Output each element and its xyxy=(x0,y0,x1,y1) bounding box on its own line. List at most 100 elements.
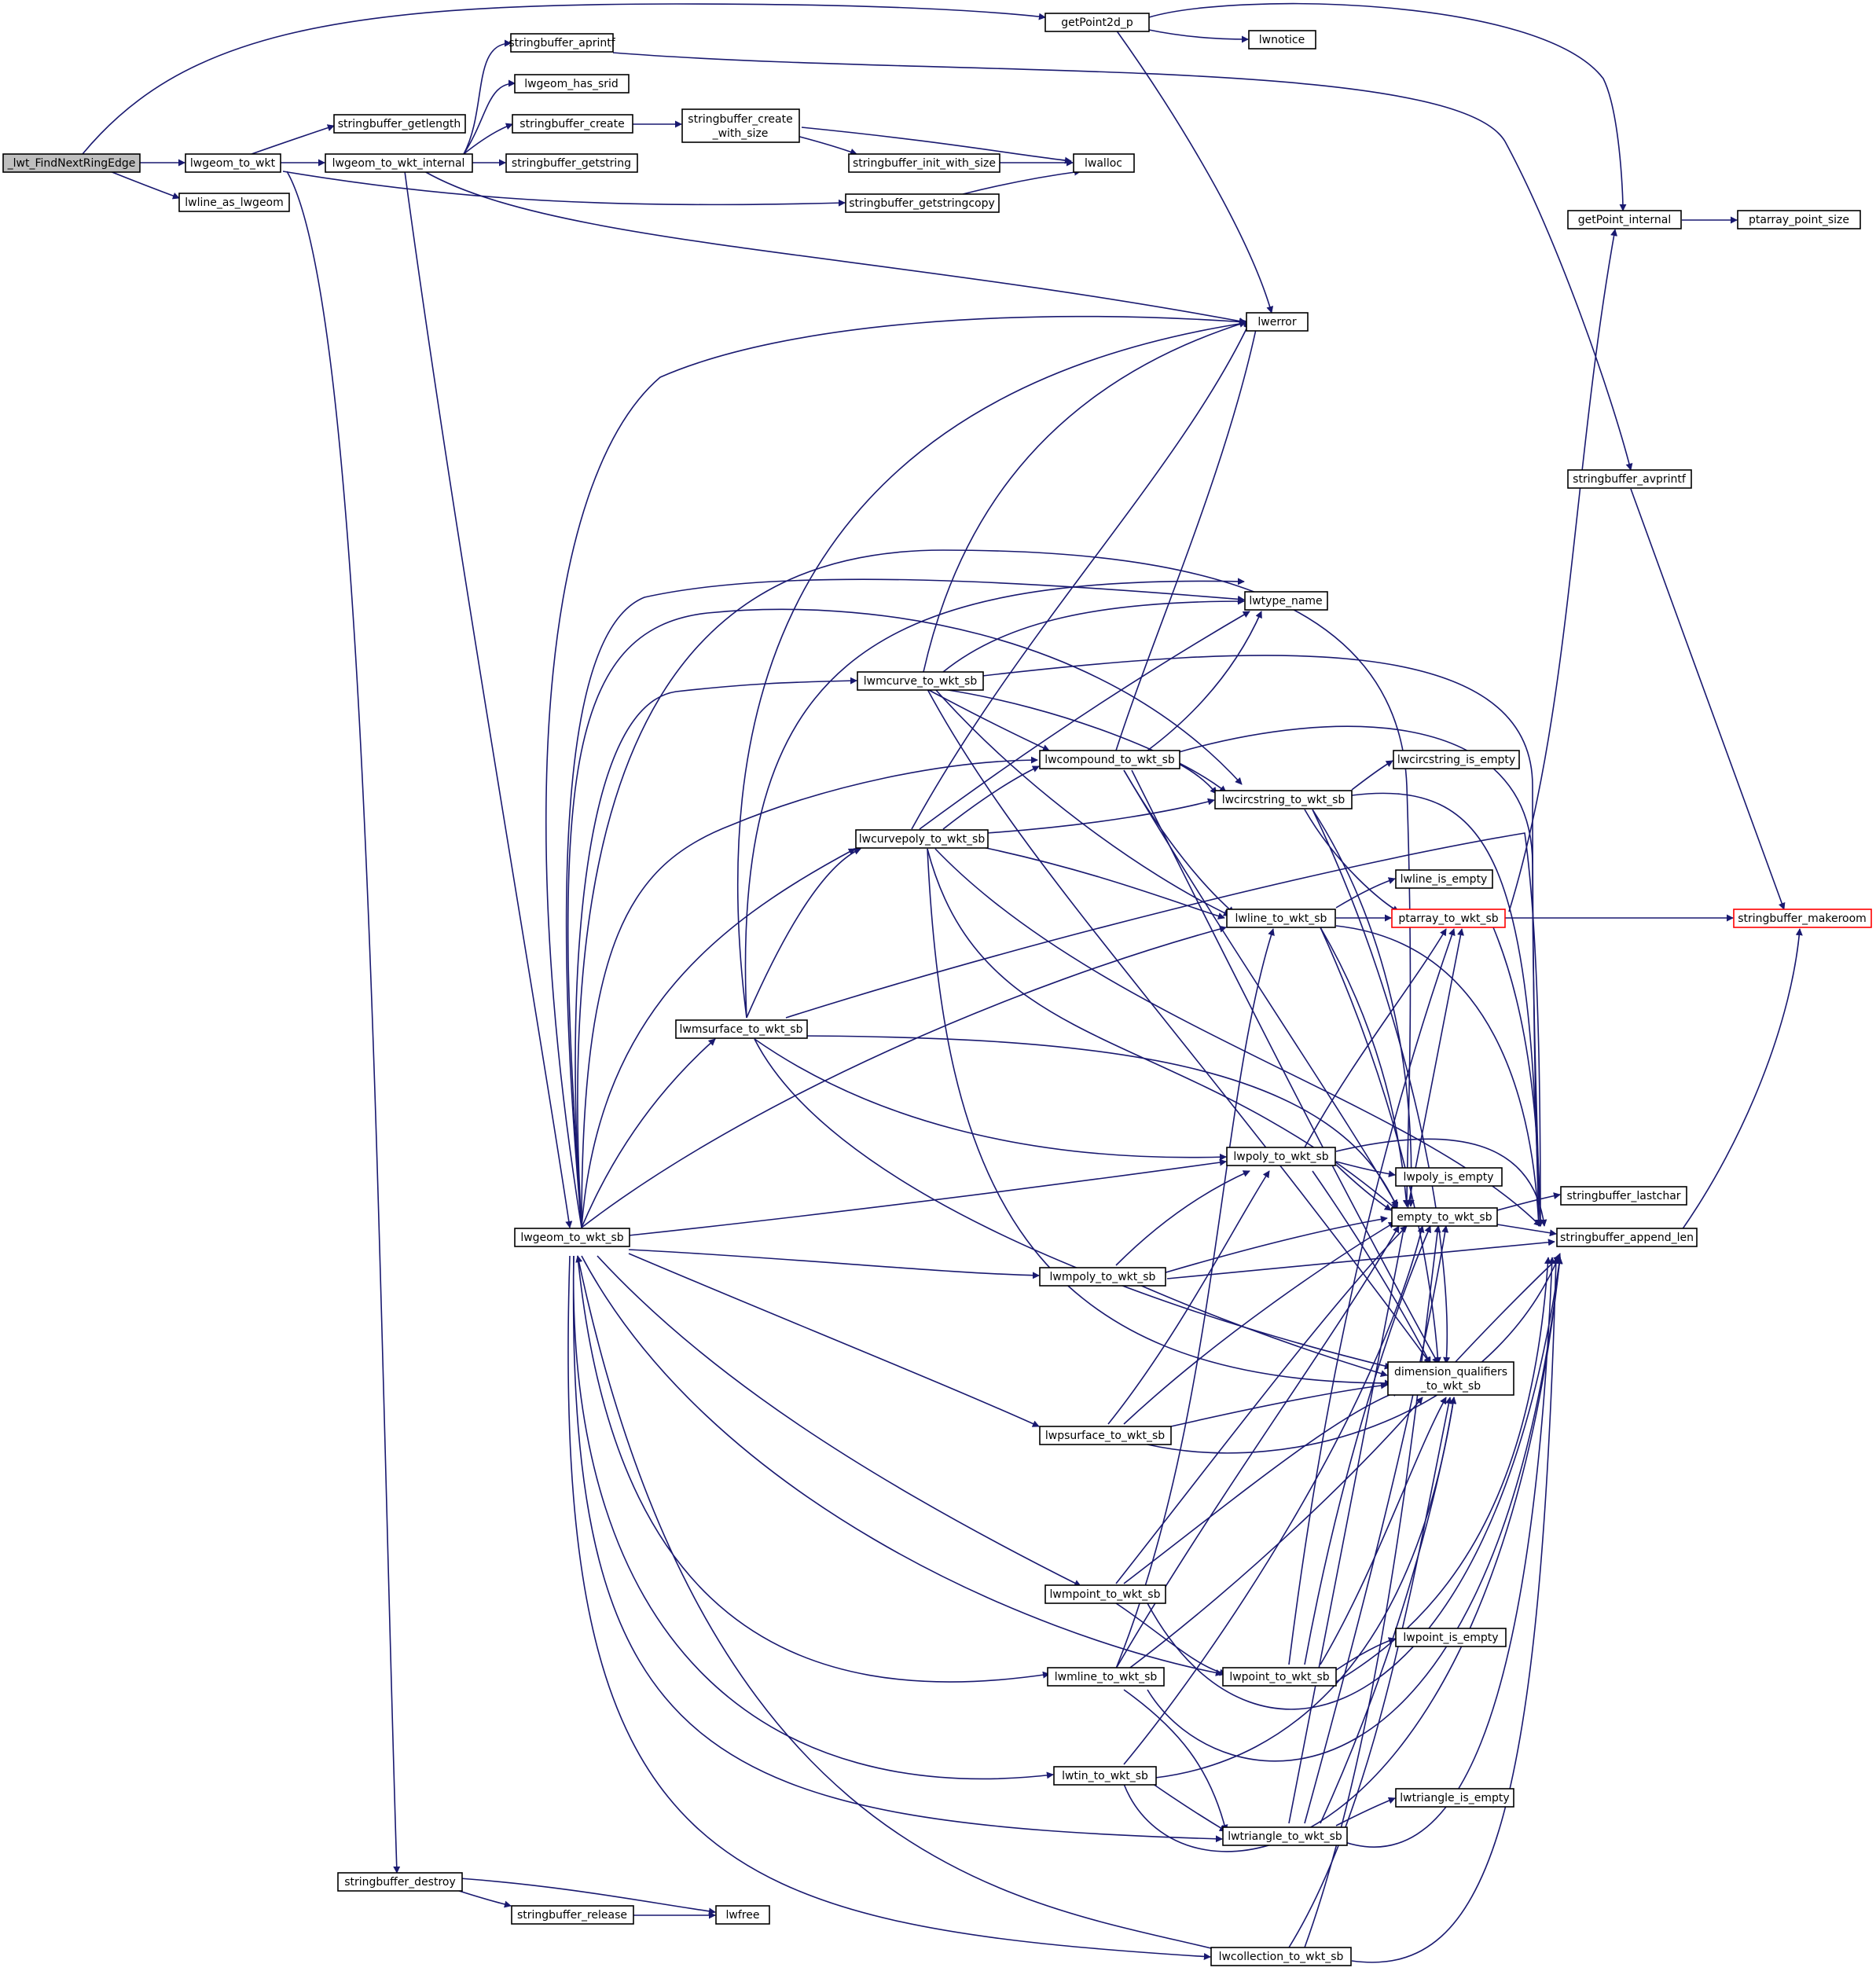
svg-text:getPoint_internal: getPoint_internal xyxy=(1578,214,1671,226)
node-lwpsurface-to-wkt-sb[interactable]: lwpsurface_to_wkt_sb xyxy=(1039,1426,1172,1445)
node-dimension-qualifiers-to-wkt-sb[interactable]: dimension_qualifiers _to_wkt_sb xyxy=(1387,1361,1514,1396)
node-lwline-is-empty[interactable]: lwline_is_empty xyxy=(1395,869,1493,889)
node-lwcircstring-to-wkt-sb[interactable]: lwcircstring_to_wkt_sb xyxy=(1214,790,1353,809)
node-stringbuffer-create[interactable]: stringbuffer_create xyxy=(512,114,633,134)
svg-text:lwtype_name: lwtype_name xyxy=(1249,595,1322,608)
node-stringbuffer-destroy[interactable]: stringbuffer_destroy xyxy=(337,1872,463,1892)
node-getpoint-internal[interactable]: getPoint_internal xyxy=(1567,210,1682,229)
node-stringbuffer-create-with-size[interactable]: stringbuffer_create _with_size xyxy=(681,108,800,143)
node-stringbuffer-release[interactable]: stringbuffer_release xyxy=(511,1905,634,1925)
node-lwcurvepoly-to-wkt-sb[interactable]: lwcurvepoly_to_wkt_sb xyxy=(855,829,989,849)
node-lwmline-to-wkt-sb[interactable]: lwmline_to_wkt_sb xyxy=(1047,1667,1165,1687)
edge-circ-append xyxy=(1351,792,1543,1227)
edge-tin-empty xyxy=(1123,1225,1425,1765)
edge-mpoint-append xyxy=(1147,1257,1563,1710)
svg-text:lwline_is_empty: lwline_is_empty xyxy=(1401,873,1488,886)
edge-wkt-getstringcopy xyxy=(282,171,846,207)
node-lwmsurface-to-wkt-sb[interactable]: lwmsurface_to_wkt_sb xyxy=(675,1019,808,1039)
svg-text:lwgeom_to_wkt_internal: lwgeom_to_wkt_internal xyxy=(332,157,465,170)
node-lwtype-name[interactable]: lwtype_name xyxy=(1244,591,1328,611)
edge-append-makeroom xyxy=(1681,928,1803,1231)
node-ptarray-point-size[interactable]: ptarray_point_size xyxy=(1737,210,1861,229)
edge-mpoint-lwpoint xyxy=(1115,1602,1227,1676)
edge-mcurve-dimq xyxy=(927,688,1431,1364)
edge-mpoly-append xyxy=(1166,1239,1555,1279)
svg-text:stringbuffer_getstring: stringbuffer_getstring xyxy=(512,157,631,170)
edge-ptarray-getpoint-internal xyxy=(1508,229,1618,912)
node-lwline-to-wkt-sb[interactable]: lwline_to_wkt_sb xyxy=(1226,909,1336,928)
node-getpoint2d-p[interactable]: getPoint2d_p xyxy=(1044,13,1150,32)
edge-triangle-append xyxy=(1335,1257,1556,1848)
node-lwtin-to-wkt-sb[interactable]: lwtin_to_wkt_sb xyxy=(1053,1766,1157,1786)
svg-text:lwline_as_lwgeom: lwline_as_lwgeom xyxy=(185,196,284,209)
node-lwmcurve-to-wkt-sb[interactable]: lwmcurve_to_wkt_sb xyxy=(857,671,984,691)
node-lwmpoint-to-wkt-sb[interactable]: lwmpoint_to_wkt_sb xyxy=(1044,1584,1166,1604)
node-lwpoint-to-wkt-sb[interactable]: lwpoint_to_wkt_sb xyxy=(1222,1667,1337,1687)
svg-text:stringbuffer_destroy: stringbuffer_destroy xyxy=(344,1876,456,1889)
edge-line-is-empty xyxy=(1335,877,1396,909)
edge-tin-append xyxy=(1123,1257,1563,1852)
edge-sb-lwpoint xyxy=(581,1255,1223,1676)
node-stringbuffer-makeroom[interactable]: stringbuffer_makeroom xyxy=(1733,909,1872,928)
node-lwpoint-is-empty[interactable]: lwpoint_is_empty xyxy=(1395,1628,1507,1647)
svg-text:stringbuffer_lastchar: stringbuffer_lastchar xyxy=(1566,1190,1680,1202)
edge-sb-lwcurvepoly xyxy=(581,848,856,1228)
node-lwgeom-to-wkt-sb[interactable]: lwgeom_to_wkt_sb xyxy=(514,1228,630,1247)
node-lwalloc[interactable]: lwalloc xyxy=(1073,153,1135,173)
node-lwgeom-to-wkt-internal[interactable]: lwgeom_to_wkt_internal xyxy=(325,153,473,173)
node-lwmpoly-to-wkt-sb[interactable]: lwmpoly_to_wkt_sb xyxy=(1039,1267,1166,1287)
node-empty-to-wkt-sb[interactable]: empty_to_wkt_sb xyxy=(1391,1207,1498,1227)
node-stringbuffer-lastchar[interactable]: stringbuffer_lastchar xyxy=(1560,1186,1687,1206)
edge-ptarray-append xyxy=(1492,927,1544,1227)
node-lwfree[interactable]: lwfree xyxy=(715,1905,770,1925)
edge-poly-append xyxy=(1335,1138,1547,1227)
node-lwpoly-is-empty[interactable]: lwpoly_is_empty xyxy=(1395,1167,1503,1187)
edge-sb-lwtype xyxy=(565,578,1245,1228)
svg-text:stringbuffer_avprintf: stringbuffer_avprintf xyxy=(1573,473,1687,486)
edge-line-dimq xyxy=(1320,927,1441,1364)
edge-mcurve-lwcompound xyxy=(927,688,1050,751)
edge-msurface-dimq xyxy=(754,1038,1392,1370)
node-stringbuffer-getlength[interactable]: stringbuffer_getlength xyxy=(333,114,466,134)
node-stringbuffer-getstringcopy[interactable]: stringbuffer_getstringcopy xyxy=(845,193,1000,213)
edge-destroy-lwfree xyxy=(459,1878,716,1915)
node-lwtriangle-to-wkt-sb[interactable]: lwtriangle_to_wkt_sb xyxy=(1222,1826,1348,1846)
svg-text:stringbuffer_getstringcopy: stringbuffer_getstringcopy xyxy=(849,197,995,210)
node-stringbuffer-append-len[interactable]: stringbuffer_append_len xyxy=(1556,1228,1698,1247)
edge-compound-lwerror xyxy=(1115,321,1260,751)
edge-psurface-lwpoly xyxy=(1107,1170,1270,1425)
node-lwnotice[interactable]: lwnotice xyxy=(1248,30,1316,50)
edge-sb-lwmline xyxy=(577,1255,1050,1683)
node-lwcompound-to-wkt-sb[interactable]: lwcompound_to_wkt_sb xyxy=(1039,750,1180,769)
node-lwcollection-to-wkt-sb[interactable]: lwcollection_to_wkt_sb xyxy=(1210,1947,1352,1966)
node-lwgeom-has-srid[interactable]: lwgeom_has_srid xyxy=(514,74,630,94)
node-stringbuffer-aprintf[interactable]: stringbuffer_aprintf xyxy=(508,33,616,53)
svg-text:lwgeom_to_wkt_sb: lwgeom_to_wkt_sb xyxy=(520,1232,623,1244)
svg-text:ptarray_to_wkt_sb: ptarray_to_wkt_sb xyxy=(1398,912,1498,925)
node-lwcircstring-is-empty[interactable]: lwcircstring_is_empty xyxy=(1393,750,1520,769)
svg-text:stringbuffer_create: stringbuffer_create xyxy=(519,118,624,130)
edge-psurface-append xyxy=(1147,1253,1562,1454)
edge-circ-is-empty xyxy=(1351,760,1393,791)
node-stringbuffer-init-with-size[interactable]: stringbuffer_init_with_size xyxy=(848,153,1000,173)
node-lwerror[interactable]: lwerror xyxy=(1246,312,1309,332)
node-lwline-as-lwgeom[interactable]: lwline_as_lwgeom xyxy=(178,193,290,212)
node-stringbuffer-avprintf[interactable]: stringbuffer_avprintf xyxy=(1567,469,1692,489)
edge-curvepoly-lwerror xyxy=(911,321,1250,830)
edge-internal-lwerror xyxy=(424,171,1246,325)
svg-text:_to_wkt_sb: _to_wkt_sb xyxy=(1420,1380,1481,1393)
edge-internal-has-srid xyxy=(463,79,516,155)
edge-point-ptarray xyxy=(1288,928,1456,1665)
node-lwtriangle-is-empty[interactable]: lwtriangle_is_empty xyxy=(1395,1788,1514,1808)
node-lwpoly-to-wkt-sb[interactable]: lwpoly_to_wkt_sb xyxy=(1226,1147,1336,1166)
svg-text:lwtin_to_wkt_sb: lwtin_to_wkt_sb xyxy=(1062,1770,1148,1782)
edge-mpoint-dimq xyxy=(1123,1389,1400,1584)
edge-psurface-empty xyxy=(1123,1221,1396,1425)
edge-tin-dimq xyxy=(1155,1397,1457,1779)
edge-mpoint-empty xyxy=(1115,1225,1408,1584)
node-stringbuffer-getstring[interactable]: stringbuffer_getstring xyxy=(505,153,638,173)
node-ptarray-to-wkt-sb[interactable]: ptarray_to_wkt_sb xyxy=(1391,909,1506,928)
edge-mcurve-lwerror xyxy=(923,321,1246,673)
node-lwgeom-to-wkt[interactable]: lwgeom_to_wkt xyxy=(185,153,281,173)
node-lwt-find-next-ring-edge[interactable]: _lwt_FindNextRingEdge xyxy=(2,153,141,173)
